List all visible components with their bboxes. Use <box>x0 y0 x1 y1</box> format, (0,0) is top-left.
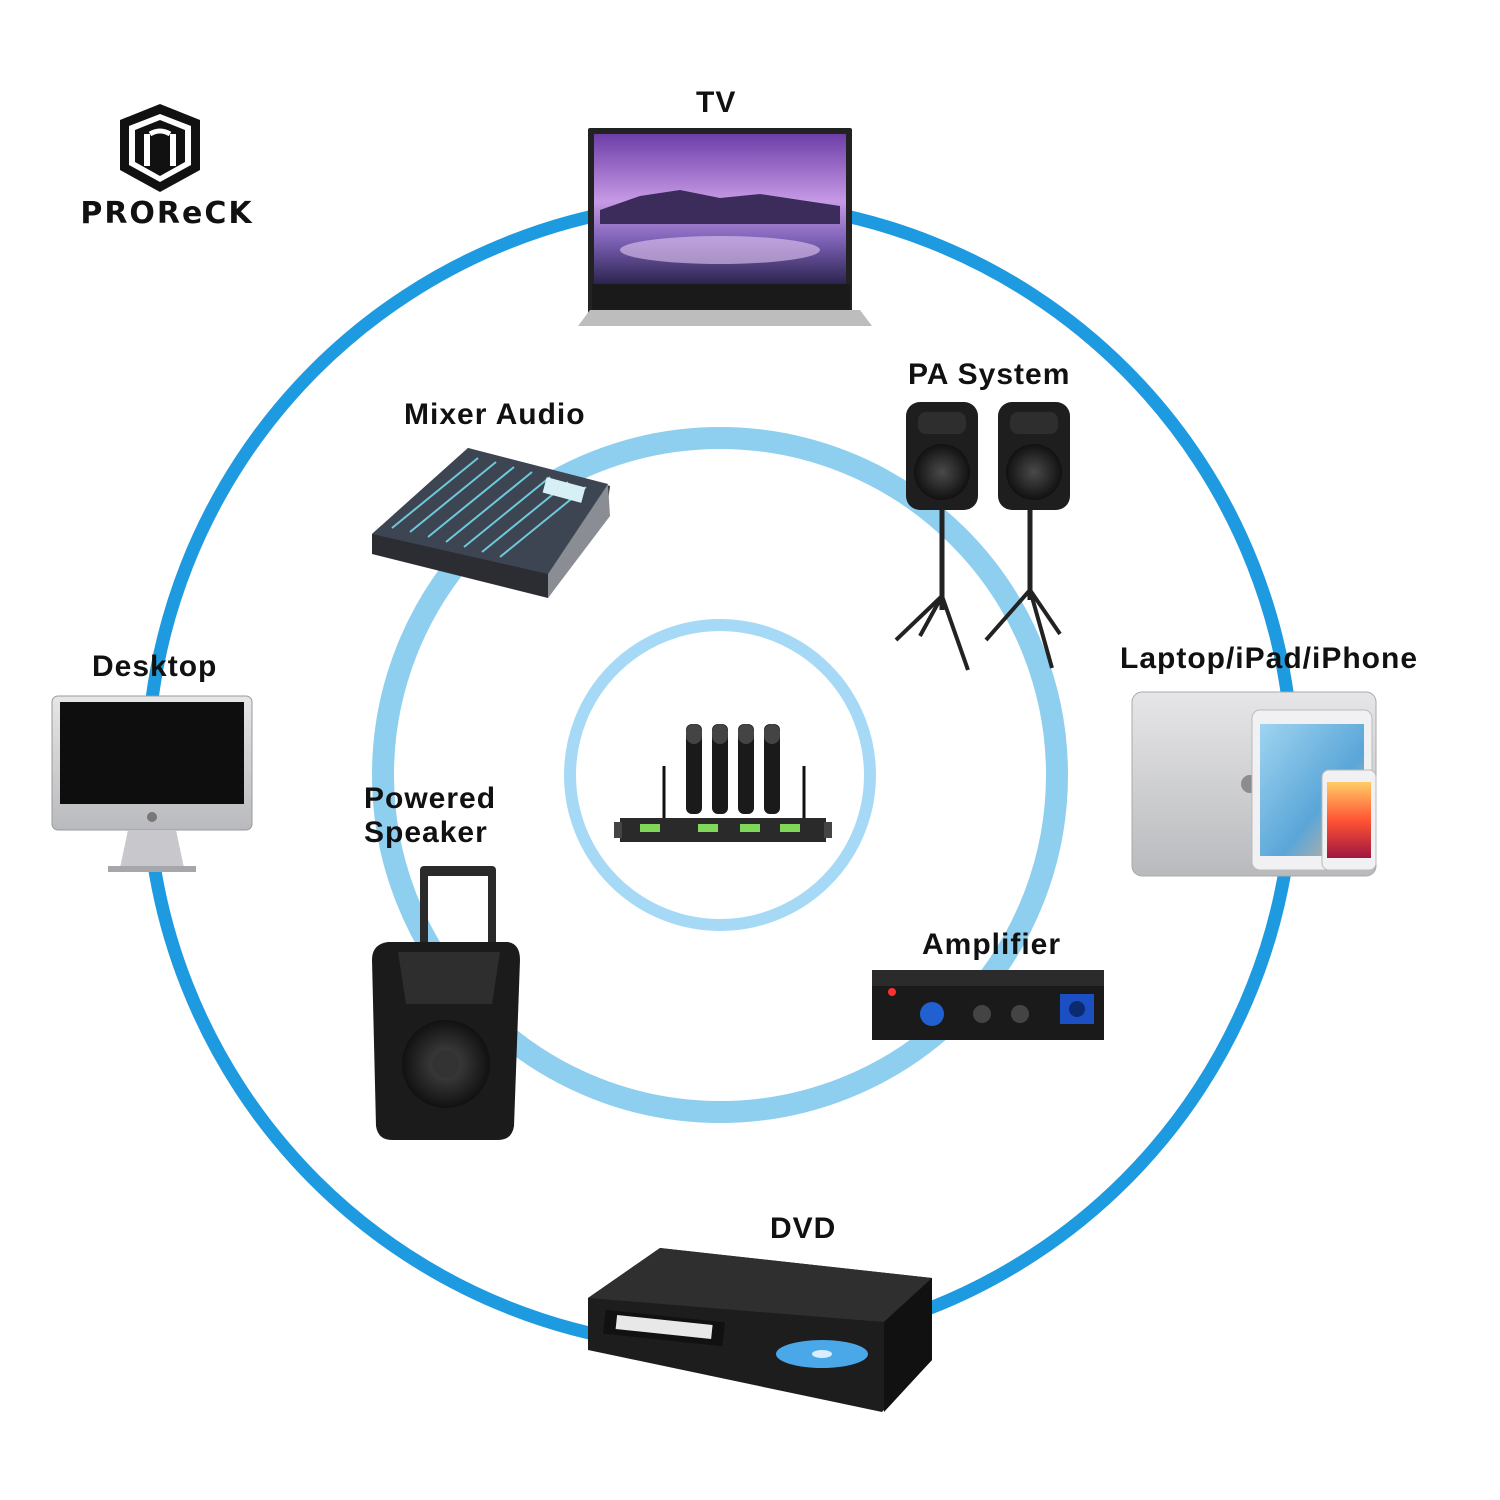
powered-speaker-icon <box>372 866 520 1140</box>
shield-monogram-icon <box>120 104 200 192</box>
label-pa-system: PA System <box>908 358 1071 391</box>
label-amplifier: Amplifier <box>922 928 1062 961</box>
label-mixer-audio: Mixer Audio <box>404 398 586 431</box>
label-laptop-ipad-iphone: Laptop/iPad/iPhone <box>1120 642 1419 675</box>
label-tv: TV <box>696 86 737 119</box>
label-desktop: Desktop <box>92 650 218 683</box>
desktop-computer-icon <box>51 695 253 872</box>
tv-icon <box>578 128 872 326</box>
label-powered-speaker-line-1: Powered <box>364 782 497 815</box>
wireless-microphone-receiver-icon <box>614 724 832 842</box>
brand-name: PROReCK <box>80 196 254 231</box>
middle-ring <box>372 427 1068 1123</box>
inner-ring <box>564 619 876 931</box>
audio-mixer-icon <box>372 448 610 598</box>
label-powered-speaker: Powered Speaker <box>364 782 496 850</box>
pa-speakers-on-stands-icon <box>894 402 1070 671</box>
amplifier-icon <box>872 970 1104 1040</box>
label-powered-speaker-line-2: Speaker <box>364 816 488 849</box>
dvd-vcr-player-icon <box>588 1248 932 1412</box>
label-dvd: DVD <box>770 1212 837 1245</box>
laptop-tablet-phone-icon <box>1131 691 1377 877</box>
